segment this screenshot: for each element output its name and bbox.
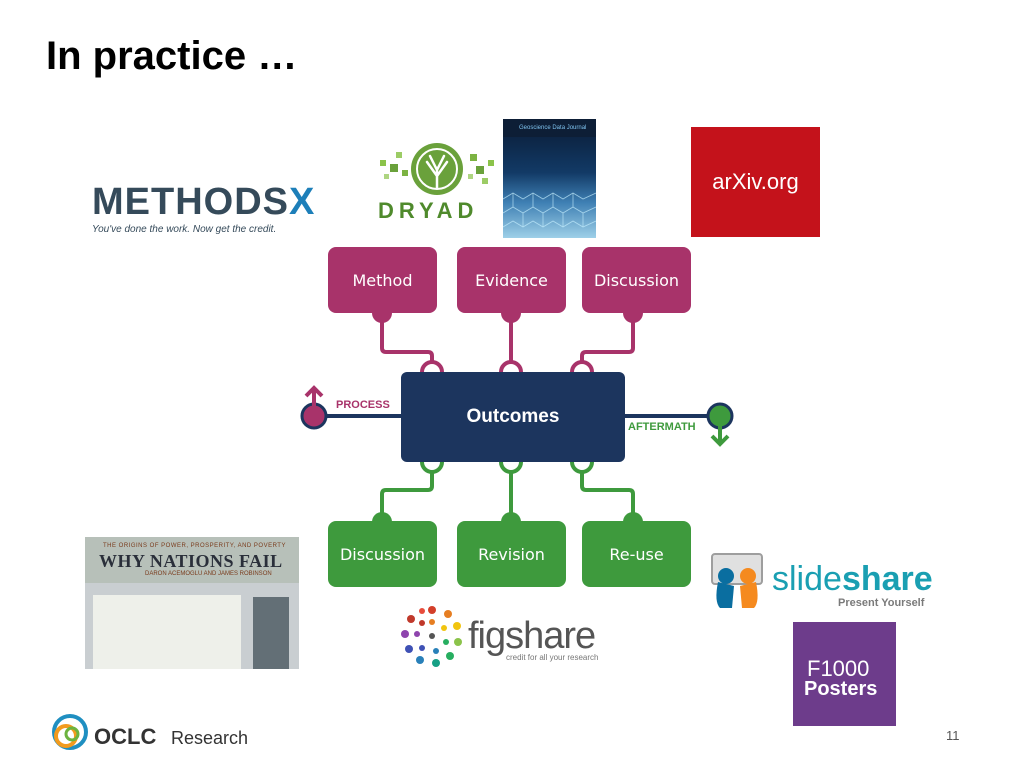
process-label: PROCESS [336,399,390,411]
bottom-connector-nodes [372,461,643,532]
methodsx-name: METHODS [92,181,289,223]
figshare-tagline: credit for all your research [506,653,599,662]
figshare-icon [401,606,462,667]
slideshare-tagline: Present Yourself [838,597,925,609]
wnf-authors: DARON ACEMOGLU AND JAMES ROBINSON [145,571,272,577]
wnf-title: WHY NATIONS FAIL [99,551,283,571]
why-nations-fail-screenshot: THE ORIGINS OF POWER, PROSPERITY, AND PO… [85,537,299,669]
connector-socket [499,360,523,373]
methodsx-x: X [289,181,316,223]
connector-socket [499,461,523,474]
arxiv-logo: arXiv.org [691,127,820,237]
dryad-name: DRYAD [378,198,479,223]
process-arrow-icon [300,385,328,430]
method-box: Method [328,247,437,313]
revision-box: Revision [457,521,566,587]
connector-socket [420,360,444,373]
discussion-top-box: Discussion [582,247,691,313]
journal-cover: Geoscience Data Journal [503,119,596,238]
oclc-research-label: Research [171,728,249,748]
journal-title: Geoscience Data Journal [519,125,587,131]
discussion-bottom-box: Discussion [328,521,437,587]
dryad-tree-icon [380,143,494,195]
connector-socket [420,461,444,474]
slideshare-icon [711,553,763,608]
aftermath-arrow-icon [706,402,734,447]
arxiv-name: arXiv.org [712,169,799,194]
page-number: 11 [946,728,960,743]
slideshare-name: slideshare [772,560,933,598]
top-connector-nodes [372,303,643,373]
slide-title: In practice … [46,34,298,78]
methodsx-tagline: You've done the work. Now get the credit… [92,224,277,235]
oclc-logo-icon [52,714,88,750]
methodsx-logo: METHODSX You've done the work. Now get t… [92,181,314,240]
f1000-posters-logo: F1000 Posters [793,622,896,726]
figshare-name: figshare [468,615,596,657]
oclc-name: OCLC [94,724,157,749]
evidence-box: Evidence [457,247,566,313]
hexagon-grid-icon [503,192,596,228]
connector-socket [570,461,594,474]
f1000-posters: Posters [804,678,878,700]
aftermath-label: AFTERMATH [628,421,696,433]
f1000-name: F1000 [807,656,870,681]
connector-socket [570,360,594,373]
wnf-subtitle: THE ORIGINS OF POWER, PROSPERITY, AND PO… [103,543,286,549]
outcomes-box: Outcomes [401,372,625,462]
reuse-box: Re-use [582,521,691,587]
